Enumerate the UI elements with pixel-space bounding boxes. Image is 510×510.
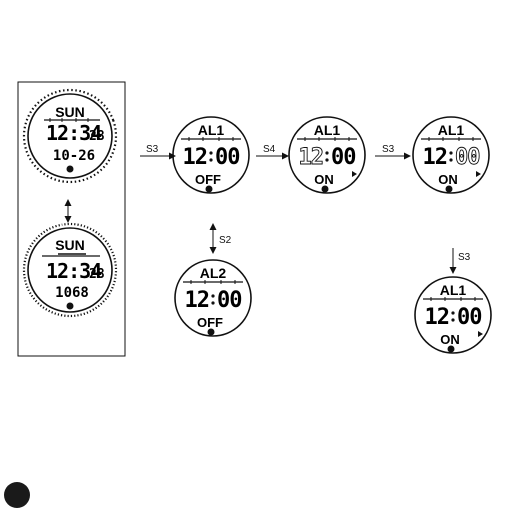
globe-icon bbox=[67, 303, 74, 310]
alarm-status: ON bbox=[438, 172, 458, 187]
alarm-status: OFF bbox=[195, 172, 221, 187]
day-label: SUN bbox=[55, 104, 85, 120]
alarm-minutes: 00 bbox=[217, 288, 242, 313]
panel-watch-time-counter: SUN 12:34 28 1068 bbox=[17, 217, 124, 324]
arrow-label-s3-first: S3 bbox=[146, 144, 158, 155]
alarm-title: AL1 bbox=[314, 122, 341, 138]
alarm-title: AL2 bbox=[200, 265, 227, 281]
alarm-title: AL1 bbox=[438, 122, 465, 138]
seconds: 28 bbox=[89, 129, 105, 144]
arrow-label-s3-down: S3 bbox=[458, 252, 470, 263]
alarm-hours: 12 bbox=[425, 305, 450, 330]
alarm-status: ON bbox=[314, 172, 334, 187]
page-marker bbox=[4, 482, 30, 508]
alarm-title: AL1 bbox=[440, 282, 467, 298]
globe-icon bbox=[322, 186, 329, 193]
alarm-hours: 12 bbox=[183, 145, 208, 170]
alarm-minutes: 00 bbox=[331, 145, 356, 170]
globe-icon bbox=[448, 346, 455, 353]
arrow-label-s4: S4 bbox=[263, 144, 275, 155]
alarm-title: AL1 bbox=[198, 122, 225, 138]
alarm-indicator-icon bbox=[478, 331, 483, 337]
panel-watch-time-date: SUN 12:34 28 10-26 bbox=[11, 77, 129, 195]
seconds: 28 bbox=[89, 267, 105, 282]
alarm-minutes: 00 bbox=[455, 145, 480, 170]
alarm-minutes: 00 bbox=[215, 145, 240, 170]
arrow-label-s3-second: S3 bbox=[382, 144, 394, 155]
alarm-hours: 12 bbox=[299, 145, 324, 170]
alarm-hours: 12 bbox=[423, 145, 448, 170]
alarm-status: OFF bbox=[197, 315, 223, 330]
alarm-indicator-icon bbox=[352, 171, 357, 177]
alarm-indicator-icon bbox=[476, 171, 481, 177]
globe-icon bbox=[446, 186, 453, 193]
alarm-status: ON bbox=[440, 332, 460, 347]
globe-icon bbox=[67, 166, 74, 173]
day-label: SUN bbox=[55, 237, 85, 253]
globe-icon bbox=[208, 329, 215, 336]
alarm-hours: 12 bbox=[185, 288, 210, 313]
counter-value: 1068 bbox=[55, 285, 89, 301]
alarm-minutes: 00 bbox=[457, 305, 482, 330]
arrow-label-s2: S2 bbox=[219, 235, 231, 246]
globe-icon bbox=[206, 186, 213, 193]
date-label: 10-26 bbox=[53, 148, 95, 164]
